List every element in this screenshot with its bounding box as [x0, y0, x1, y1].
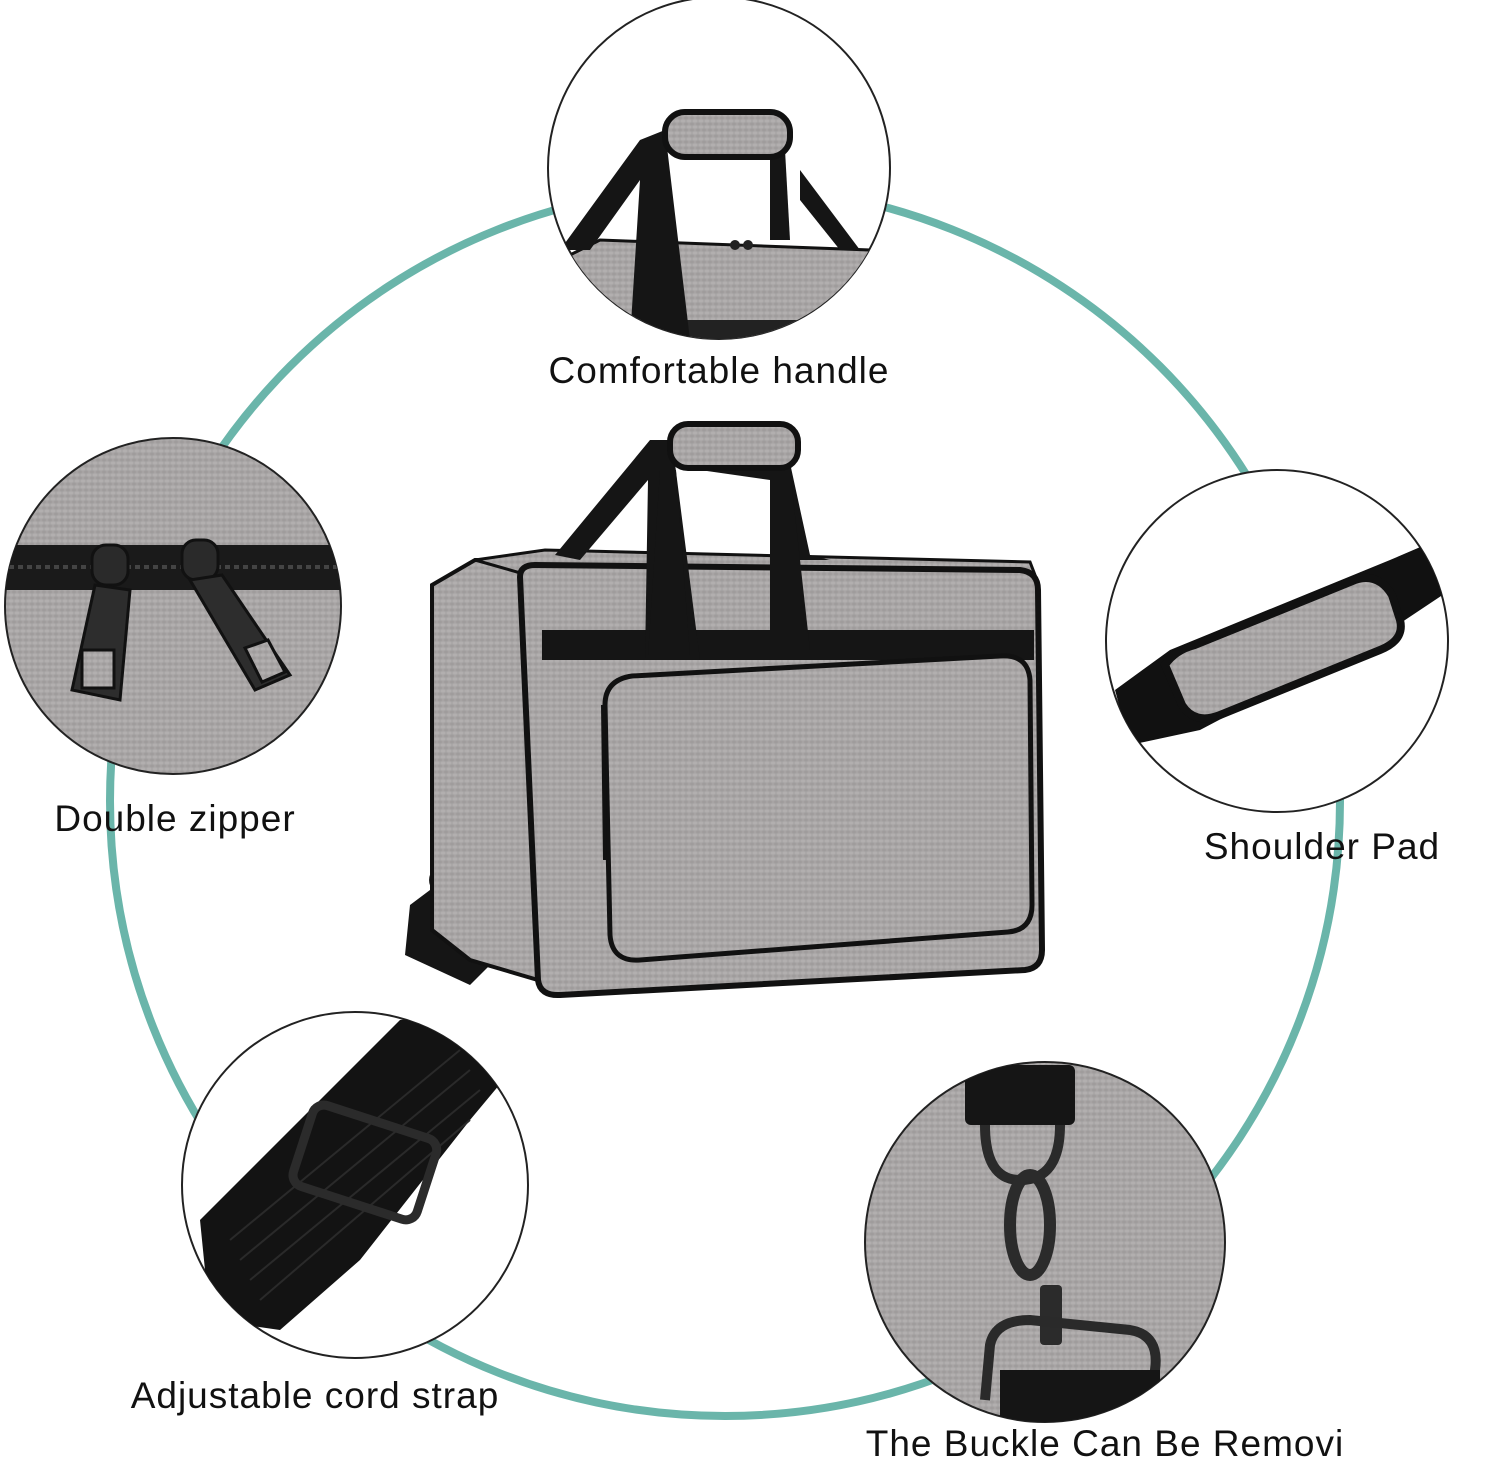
shoulder-pad-label: Shoulder Pad — [1204, 826, 1440, 867]
handle-label: Comfortable handle — [549, 350, 890, 391]
handle-closeup-icon — [547, 0, 891, 340]
zipper-closeup-icon — [4, 437, 342, 775]
bag-illustration — [405, 421, 1046, 999]
shoulder-pad-closeup-icon — [1105, 469, 1449, 813]
zipper-label: Double zipper — [54, 798, 295, 839]
strap-label: Adjustable cord strap — [131, 1375, 500, 1416]
swivel-clip-closeup-icon — [864, 1061, 1226, 1423]
buckle-label: The Buckle Can Be Removi — [866, 1423, 1344, 1464]
strap-buckle-closeup-icon — [181, 1011, 529, 1359]
